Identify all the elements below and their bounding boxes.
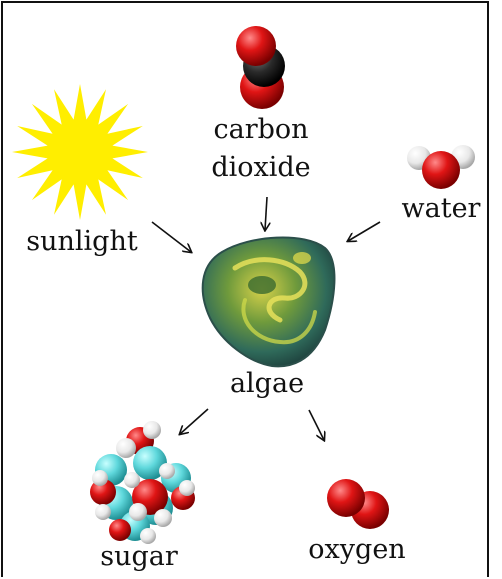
- carbon-dioxide-molecule-icon: [236, 26, 285, 109]
- arrow-water-to-algae: [348, 221, 381, 241]
- carbon-dioxide-label-line2: dioxide: [211, 152, 310, 183]
- arrow-carbon-dioxide-to-algae: [265, 196, 267, 230]
- sun-icon: [12, 84, 148, 220]
- water-label: water: [402, 193, 481, 224]
- sunlight-label: sunlight: [26, 226, 138, 257]
- arrow-algae-to-oxygen: [308, 409, 324, 440]
- carbon-dioxide-label-line1: carbon: [213, 114, 308, 145]
- oxygen-label: oxygen: [308, 534, 405, 565]
- sugar-label: sugar: [100, 541, 178, 572]
- algae-label: algae: [230, 368, 304, 399]
- oxygen-molecule-icon: [327, 479, 389, 529]
- algae-cell-icon: [201, 236, 336, 368]
- arrow-algae-to-sugar: [180, 408, 209, 434]
- arrow-sunlight-to-algae: [151, 221, 191, 252]
- sugar-molecule-icon: [90, 421, 195, 544]
- water-molecule-icon: [407, 145, 475, 189]
